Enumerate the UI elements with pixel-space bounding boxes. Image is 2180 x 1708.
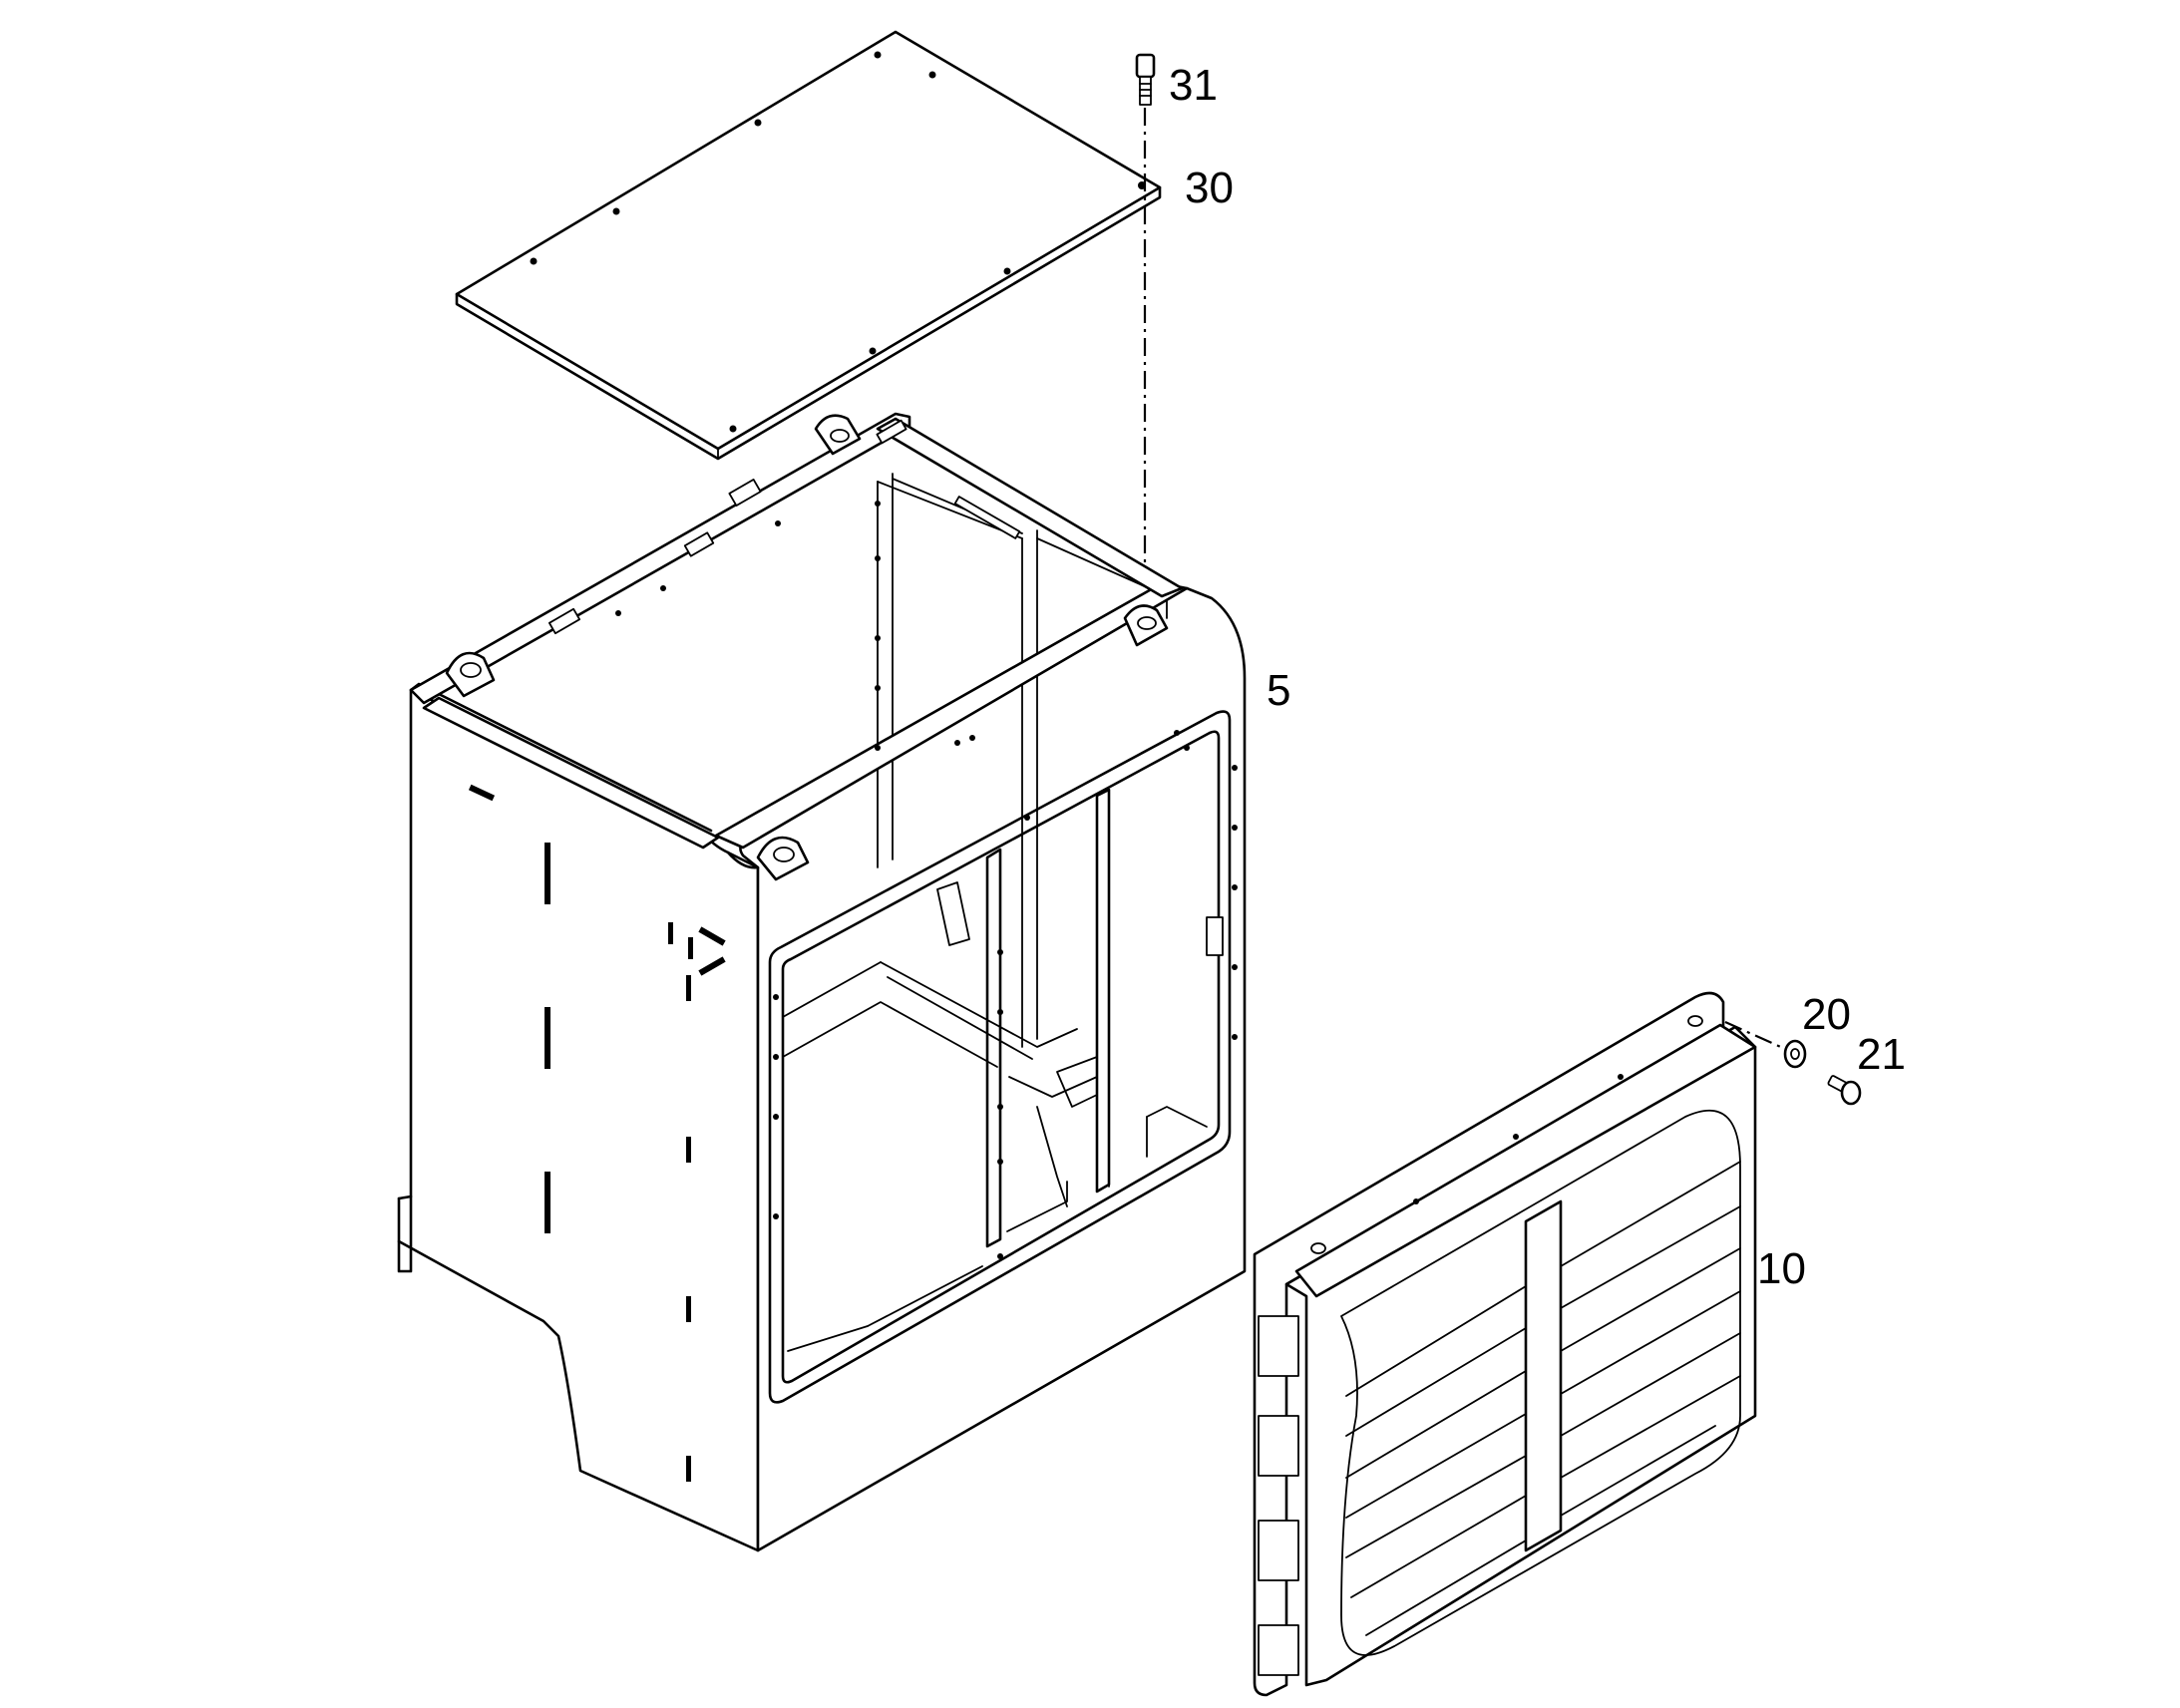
callout-10: 10 xyxy=(1757,1244,1806,1293)
washer-centerline xyxy=(1724,1020,1786,1051)
lifting-lugs xyxy=(445,414,1169,881)
side-panel-slots xyxy=(468,784,726,1482)
cap-screw xyxy=(1135,53,1156,106)
callout-30: 30 xyxy=(1185,164,1234,212)
callout-31: 31 xyxy=(1169,61,1218,110)
housing-rivets xyxy=(615,501,1238,1259)
callout-21: 21 xyxy=(1857,1030,1906,1079)
bolt xyxy=(1827,1075,1862,1106)
cover-plate-holes xyxy=(530,51,1146,433)
callout-5: 5 xyxy=(1267,666,1290,715)
louvered-grille xyxy=(1253,991,1757,1697)
callout-20: 20 xyxy=(1802,990,1851,1039)
hood-housing xyxy=(397,412,1247,1552)
washer xyxy=(1783,1039,1807,1069)
louver-blades xyxy=(1345,1161,1741,1636)
top-cover-plate xyxy=(455,30,1162,461)
